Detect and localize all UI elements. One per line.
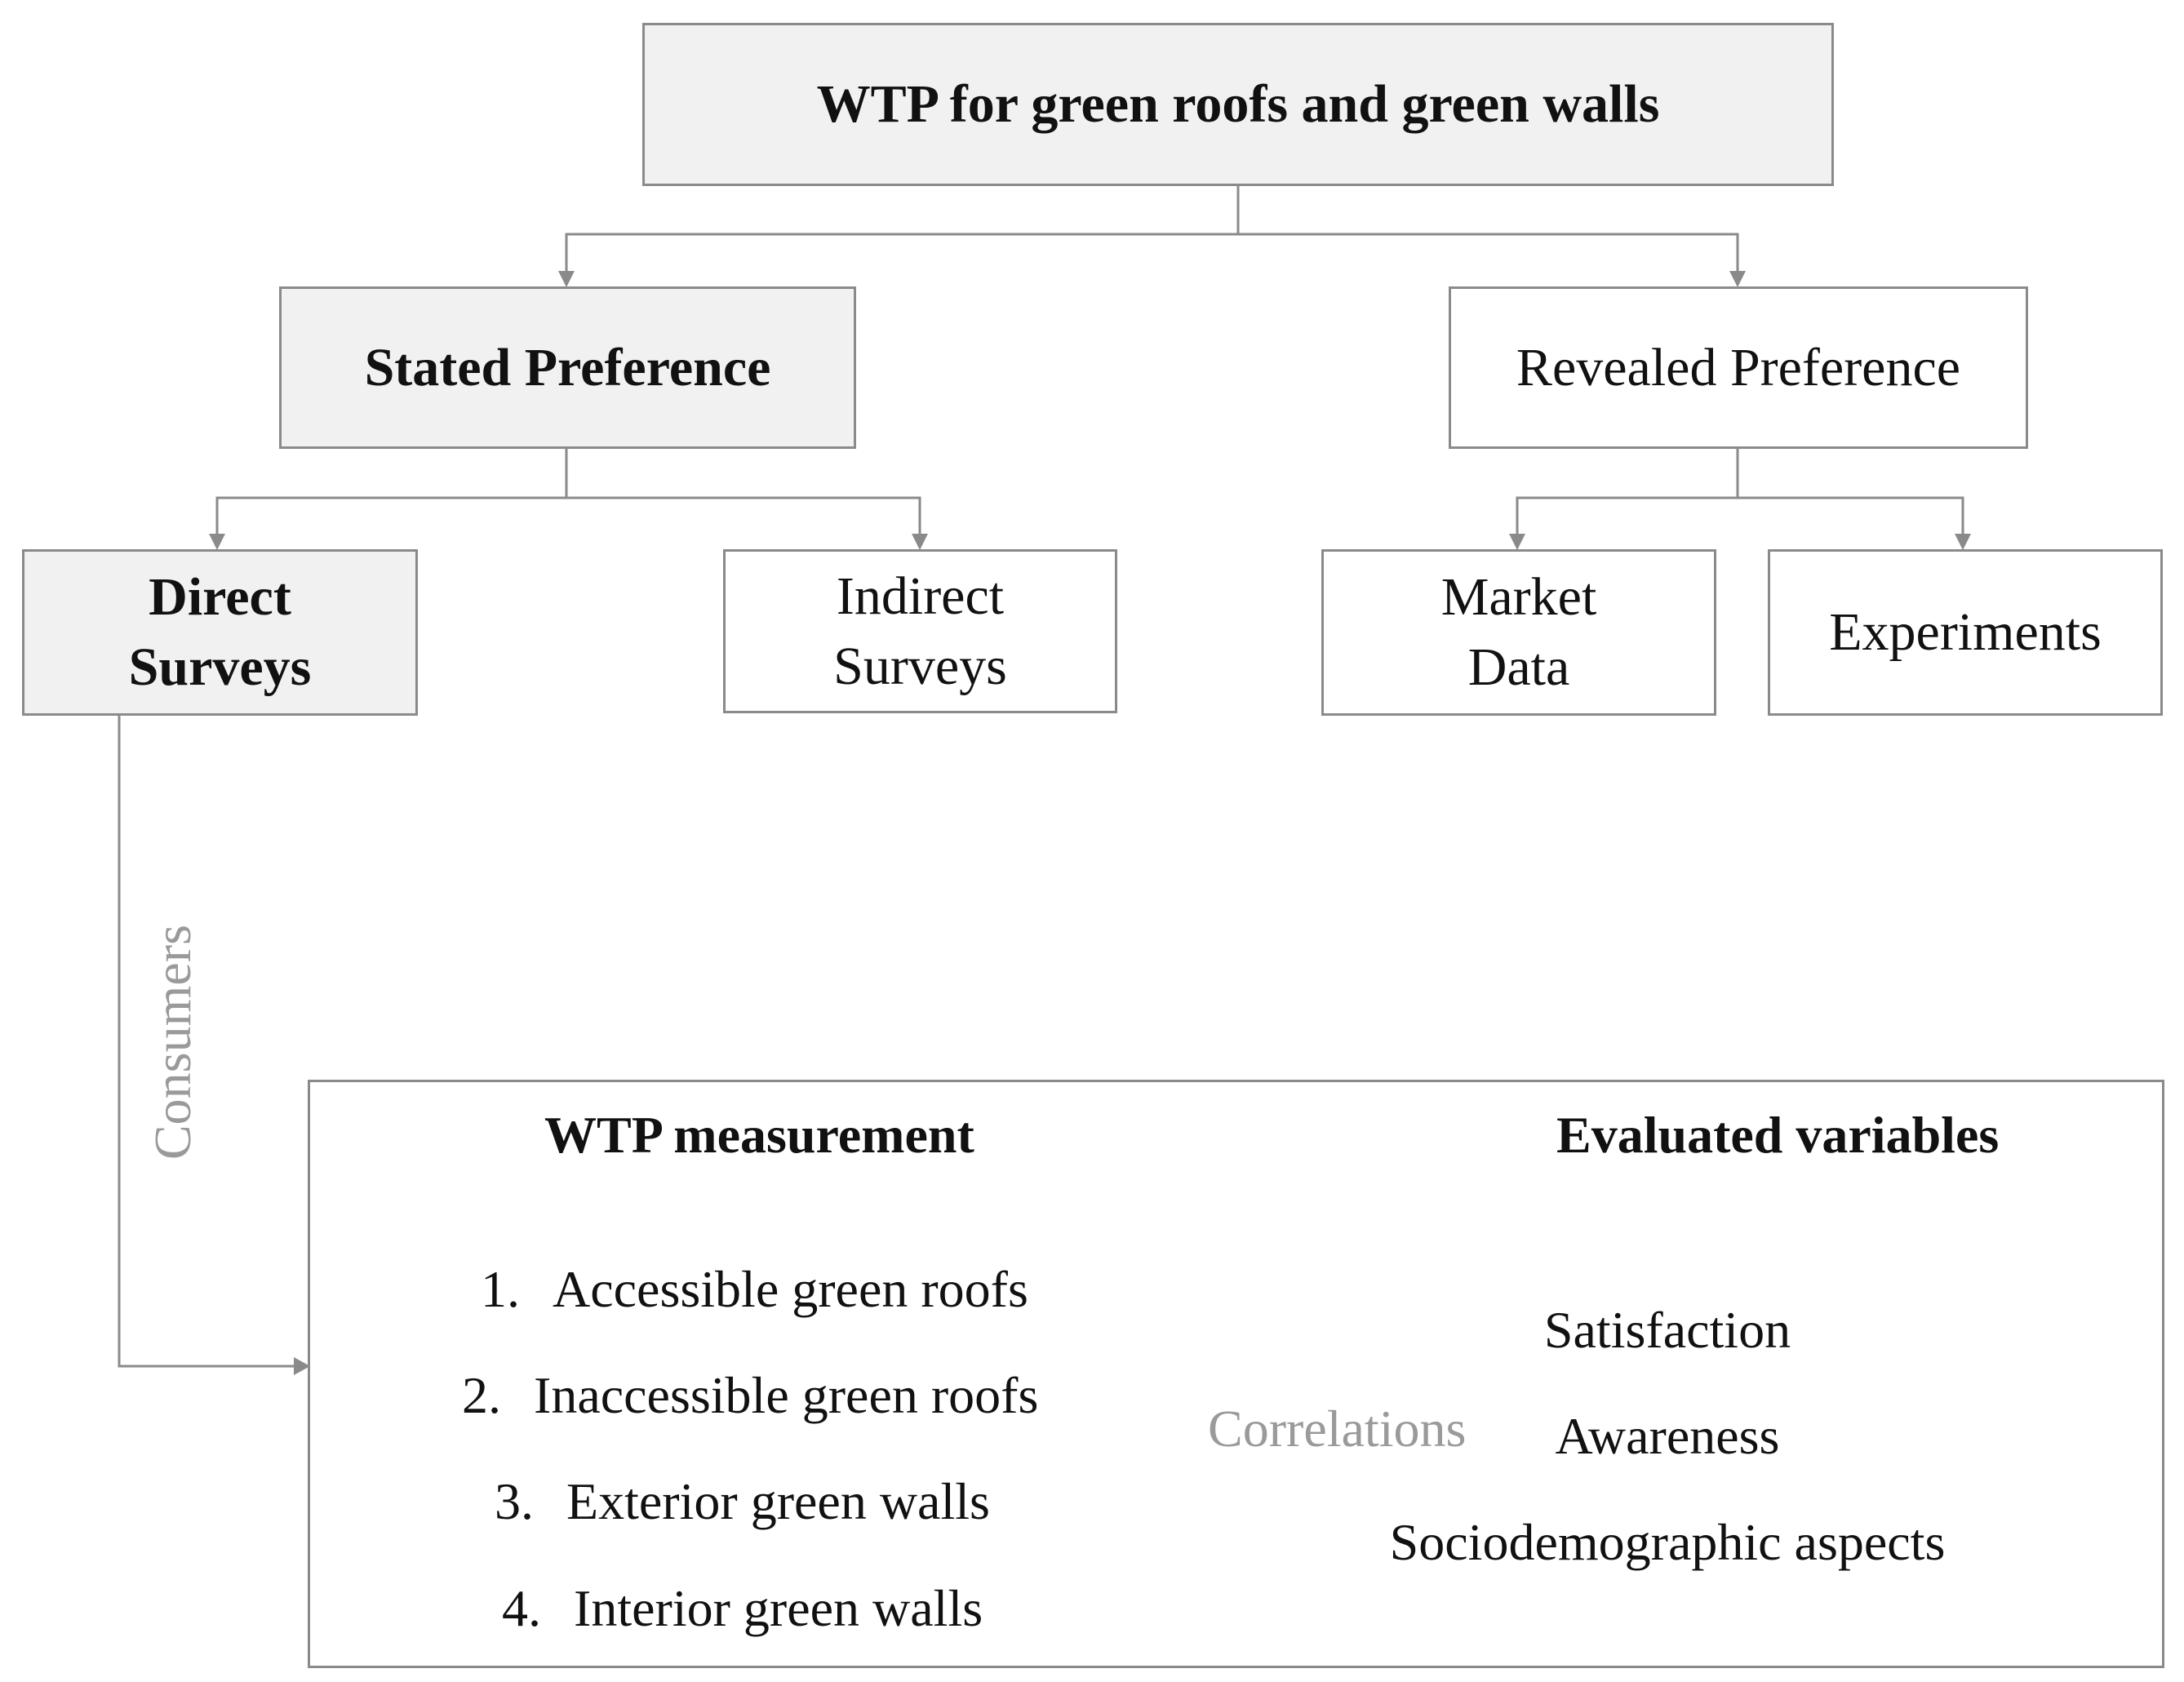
arrowhead-panel	[294, 1357, 310, 1375]
arrowhead-revealed	[1729, 271, 1746, 287]
direct-surveys-line1: Direct	[149, 567, 291, 628]
evaluated-variables-heading: Evaluated variables	[1556, 1106, 2000, 1164]
wtp-panel: WTP measurement Evaluated variables 1. Ac…	[308, 1080, 2164, 1668]
correlations-label: Correlations	[1208, 1400, 1467, 1458]
variable-item: Awareness	[1555, 1407, 1780, 1465]
indirect-surveys-line2: Surveys	[833, 636, 1007, 696]
root-title: WTP for green roofs and green walls	[816, 74, 1660, 135]
wtp-item: 2. Inaccessible green roofs	[436, 1365, 1038, 1426]
wtp-item-number: 2.	[462, 1366, 501, 1424]
wtp-item: 3. Exterior green walls	[468, 1471, 990, 1532]
wtp-item-text: Interior green walls	[574, 1579, 983, 1637]
wtp-item-text: Accessible green roofs	[553, 1260, 1028, 1318]
stated-preference-label: Stated Preference	[364, 337, 771, 397]
experiments-node: Experiments	[1768, 549, 2163, 716]
market-data-node: Market Data	[1321, 549, 1716, 716]
consumers-connector	[118, 716, 295, 1368]
direct-surveys-node: Direct Surveys	[22, 549, 418, 716]
wtp-item-text: Inaccessible green roofs	[534, 1366, 1039, 1424]
experiments-label: Experiments	[1829, 602, 2102, 663]
variable-item: Satisfaction	[1543, 1301, 1791, 1359]
arrowhead-experiments	[1955, 534, 1971, 550]
indirect-surveys-line1: Indirect	[836, 566, 1005, 626]
wtp-item: 4. Interior green walls	[476, 1578, 983, 1639]
revealed-connector	[1516, 449, 1739, 534]
arrowhead-stated	[558, 271, 575, 287]
wtp-item-number: 3.	[495, 1472, 534, 1530]
root-connector	[565, 186, 1240, 271]
revealed-preference-node: Revealed Preference	[1449, 286, 2028, 449]
wtp-measurement-heading: WTP measurement	[544, 1106, 974, 1164]
wtp-item-text: Exterior green walls	[566, 1472, 990, 1530]
stated-preference-node: Stated Preference	[279, 286, 856, 449]
indirect-surveys-node: Indirect Surveys	[723, 549, 1117, 713]
variable-item: Sociodemographic aspects	[1389, 1513, 1946, 1571]
wtp-item-number: 1.	[481, 1260, 520, 1318]
root-node: WTP for green roofs and green walls	[642, 23, 1834, 186]
revealed-connector-right	[1738, 496, 1964, 534]
direct-surveys-line2: Surveys	[128, 637, 312, 697]
root-connector-right	[1238, 233, 1739, 271]
revealed-preference-label: Revealed Preference	[1516, 337, 1961, 397]
market-data-line2: Data	[1467, 637, 1570, 697]
market-data-line1: Market	[1440, 567, 1597, 628]
arrowhead-market	[1509, 534, 1525, 550]
stated-connector	[215, 449, 568, 534]
stated-connector-right	[566, 496, 921, 534]
arrowhead-indirect	[912, 534, 928, 550]
arrowhead-direct	[209, 534, 225, 550]
wtp-item-number: 4.	[502, 1579, 541, 1637]
consumers-label: Consumers	[144, 925, 202, 1160]
wtp-item: 1. Accessible green roofs	[455, 1259, 1028, 1320]
